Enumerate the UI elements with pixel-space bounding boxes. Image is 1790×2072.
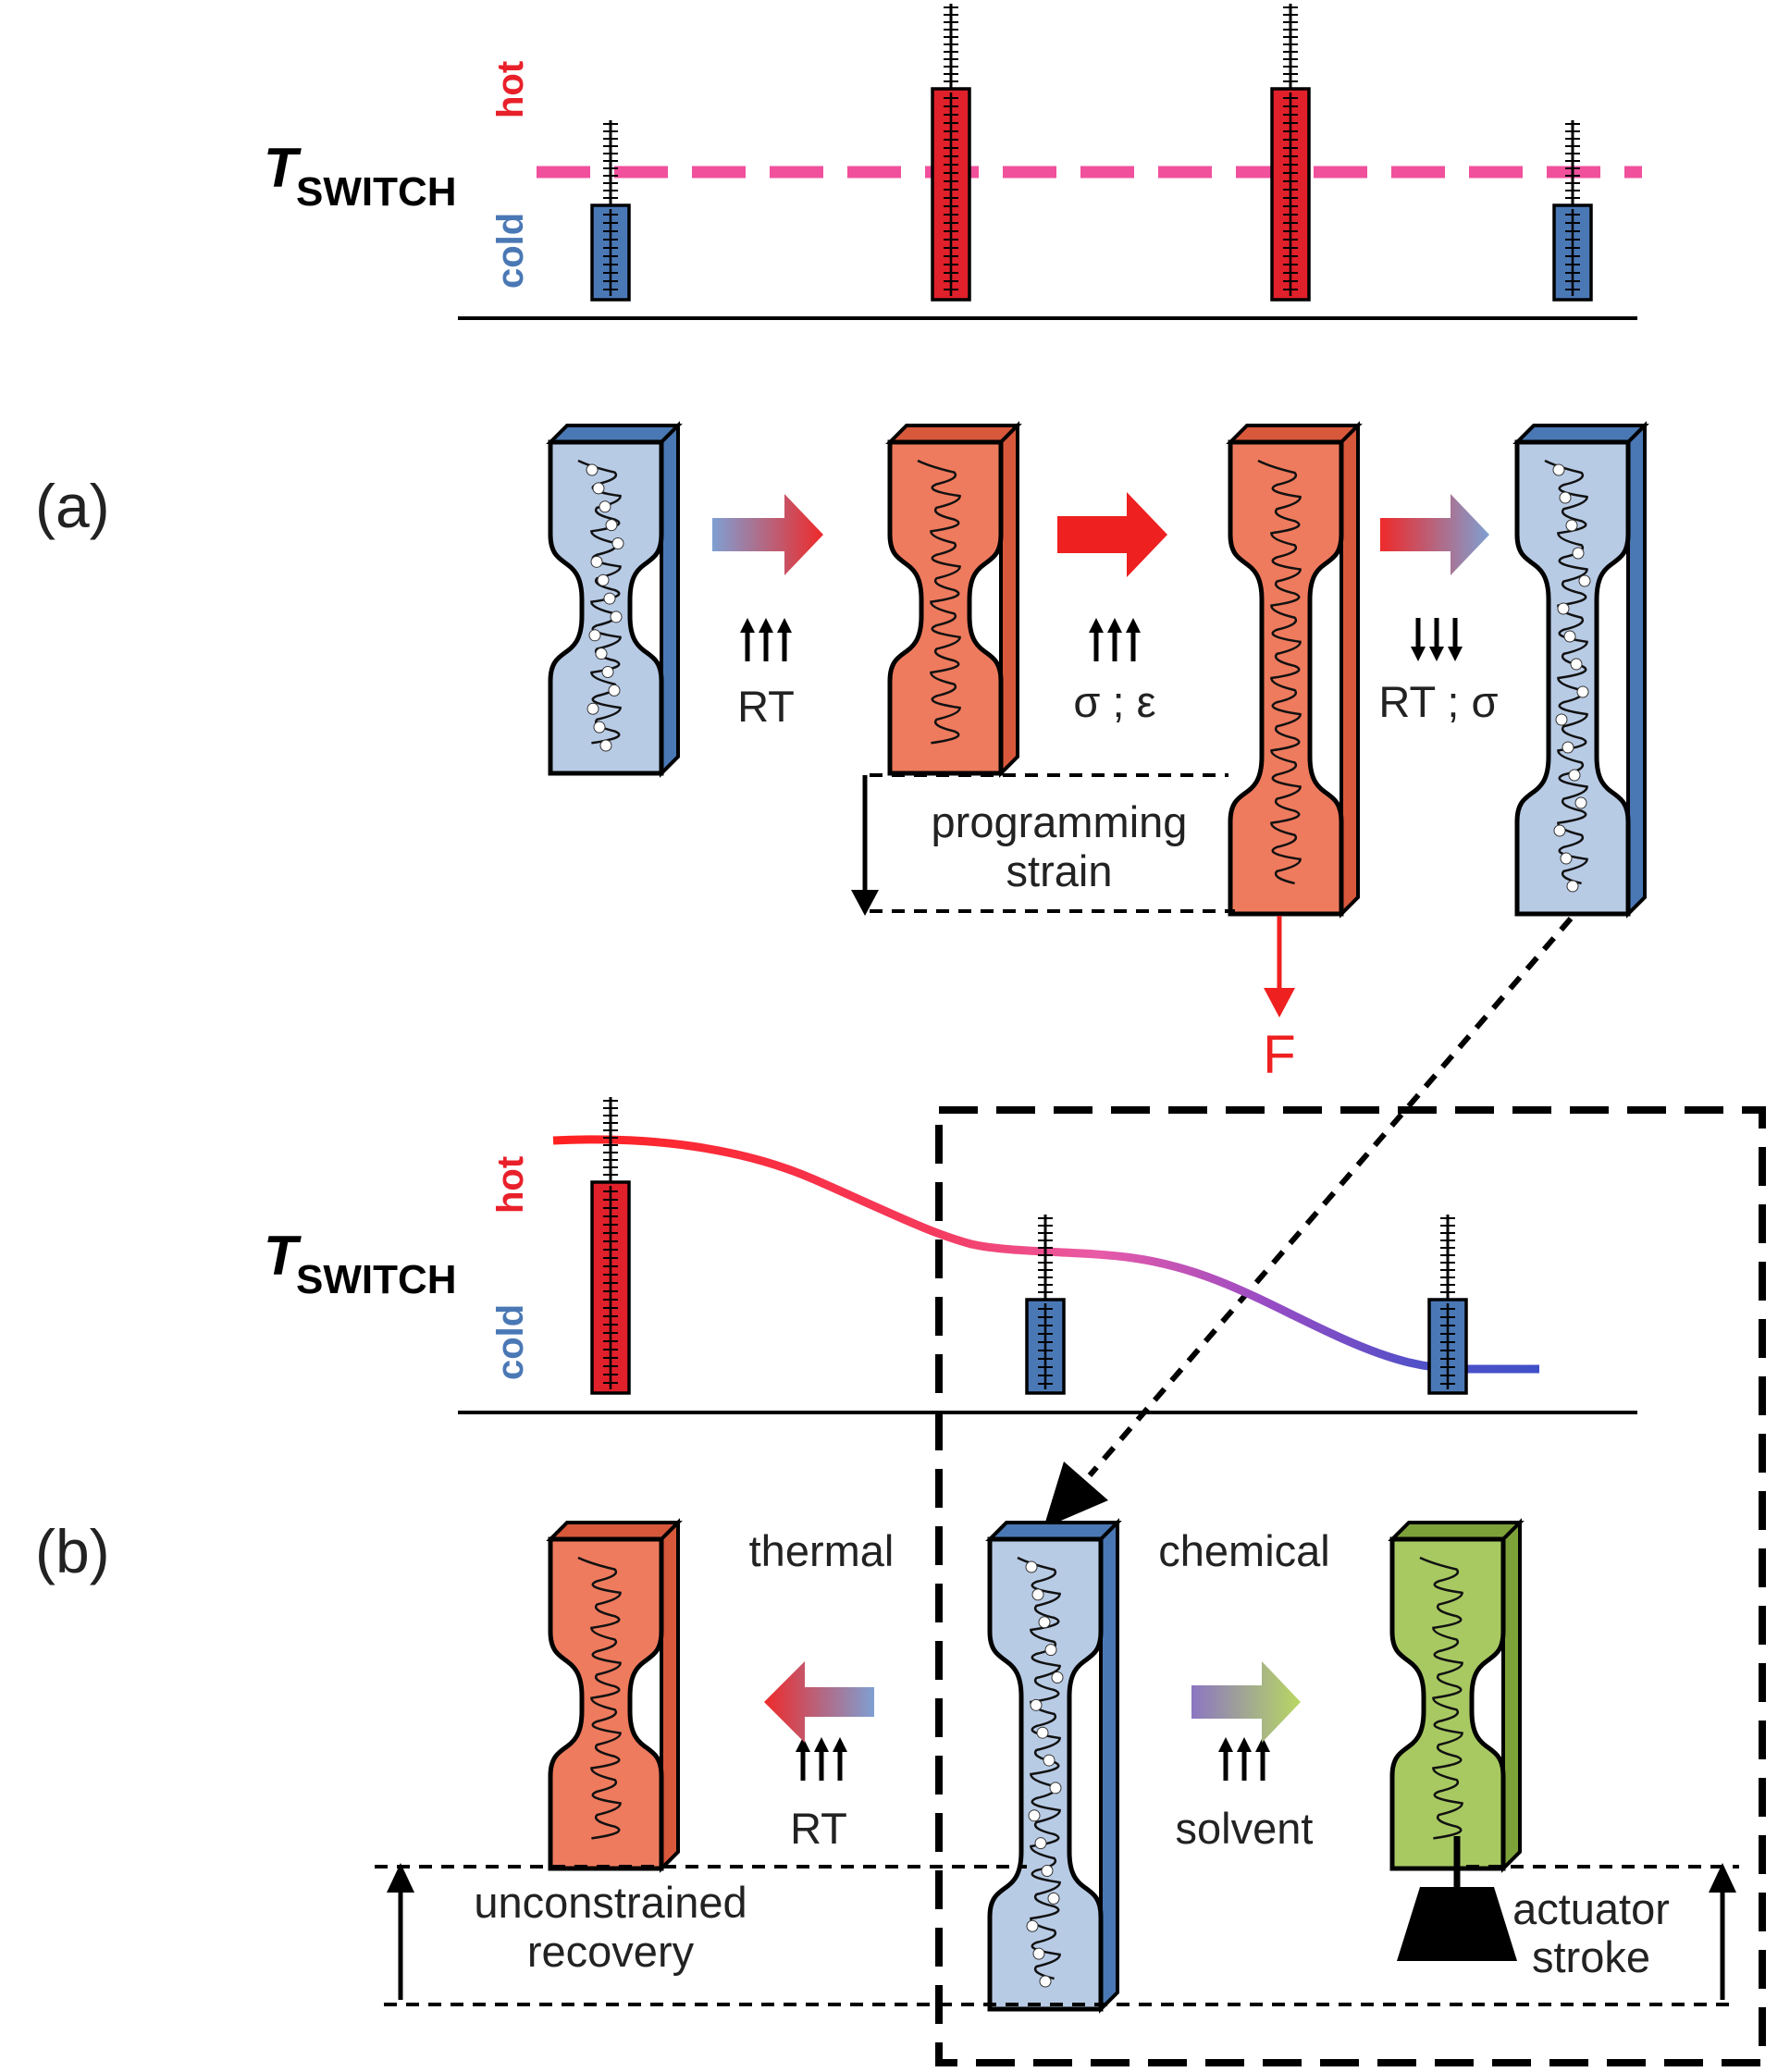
stroke-label: stroke — [1532, 1932, 1650, 1981]
top-bar-3 — [1270, 4, 1311, 302]
thermal-recovery-arrow — [764, 1661, 874, 1743]
step-label-stress-strain: σ ; ε — [1073, 677, 1155, 726]
top-temperature-chart: T SWITCH hot cold — [264, 4, 1642, 320]
bottom-temperature-chart: T SWITCH hot cold — [264, 1097, 1637, 1414]
specimen-b3-chemical-recovered — [1388, 1518, 1525, 1873]
top-bar-4 — [1552, 120, 1593, 302]
chemical-label: chemical — [1158, 1526, 1329, 1575]
step-label-rt: RT — [737, 682, 795, 731]
bottom-hot-label: hot — [490, 1156, 531, 1214]
temperature-curve — [552, 1135, 1539, 1374]
programming-label: programming — [932, 797, 1188, 846]
force-arrow: F — [1263, 916, 1296, 1085]
panel-a-specimens — [546, 421, 1649, 919]
cooling-arrow — [1380, 494, 1489, 575]
panel-a-arrows — [712, 492, 1489, 577]
actuator-stroke-annotation: actuator stroke — [1397, 1836, 1739, 2000]
actuator-weight — [1397, 1887, 1517, 1961]
bottom-switch-label-main: T — [264, 1225, 302, 1287]
highlight-dashed-box — [935, 1106, 1766, 2066]
bottom-bar-1 — [590, 1097, 631, 1395]
unconstrained-label: unconstrained — [474, 1878, 747, 1927]
unconstrained-recovery-annotation: unconstrained recovery — [375, 1863, 1730, 2006]
bottom-bar-3 — [1427, 1215, 1468, 1395]
thermal-rt-label: RT — [790, 1804, 847, 1853]
top-bar-1 — [590, 120, 631, 302]
mini-arrow-groups — [740, 618, 1463, 1781]
panel-label-b: (b) — [35, 1517, 110, 1585]
specimen-a4-fixed — [1512, 421, 1649, 919]
bottom-bar-2 — [1025, 1215, 1066, 1395]
specimen-a1-cold — [546, 421, 683, 778]
specimen-a2-heated — [885, 421, 1022, 778]
heating-arrow — [712, 494, 823, 575]
programming-strain-annotation: programming strain — [851, 773, 1235, 916]
panel-label-a: (a) — [35, 472, 110, 540]
top-cold-label: cold — [490, 213, 531, 289]
actuator-label: actuator — [1512, 1884, 1670, 1933]
specimen-b2-programmed — [985, 1518, 1122, 2014]
top-switch-label-main: T — [264, 137, 302, 199]
transfer-dotted-arrow — [1043, 917, 1574, 1528]
recovery-label: recovery — [527, 1927, 695, 1976]
triple-down-arrows-cool — [1411, 618, 1463, 661]
triple-up-arrows-solvent — [1218, 1737, 1270, 1781]
triple-up-arrows-thermal — [796, 1737, 847, 1781]
solvent-label: solvent — [1176, 1804, 1314, 1853]
triple-up-arrows-stress — [1089, 618, 1141, 661]
panel-b-specimens — [546, 1518, 1525, 2014]
bottom-cold-label: cold — [490, 1304, 531, 1380]
thermal-label: thermal — [749, 1526, 895, 1575]
bottom-switch-label-sub: SWITCH — [296, 1257, 457, 1302]
top-hot-label: hot — [490, 61, 531, 118]
force-label: F — [1263, 1025, 1295, 1085]
top-switch-label-sub: SWITCH — [296, 169, 457, 215]
loading-arrow — [1057, 492, 1167, 577]
specimen-b1-thermal-recovered — [546, 1518, 683, 1873]
step-label-rt-stress: RT ; σ — [1378, 677, 1498, 726]
top-bar-2 — [931, 4, 971, 302]
strain-label: strain — [1006, 846, 1113, 895]
specimen-a3-stretched — [1226, 421, 1363, 919]
triple-up-arrows-rt — [740, 618, 792, 661]
chemical-recovery-arrow — [1191, 1661, 1301, 1743]
